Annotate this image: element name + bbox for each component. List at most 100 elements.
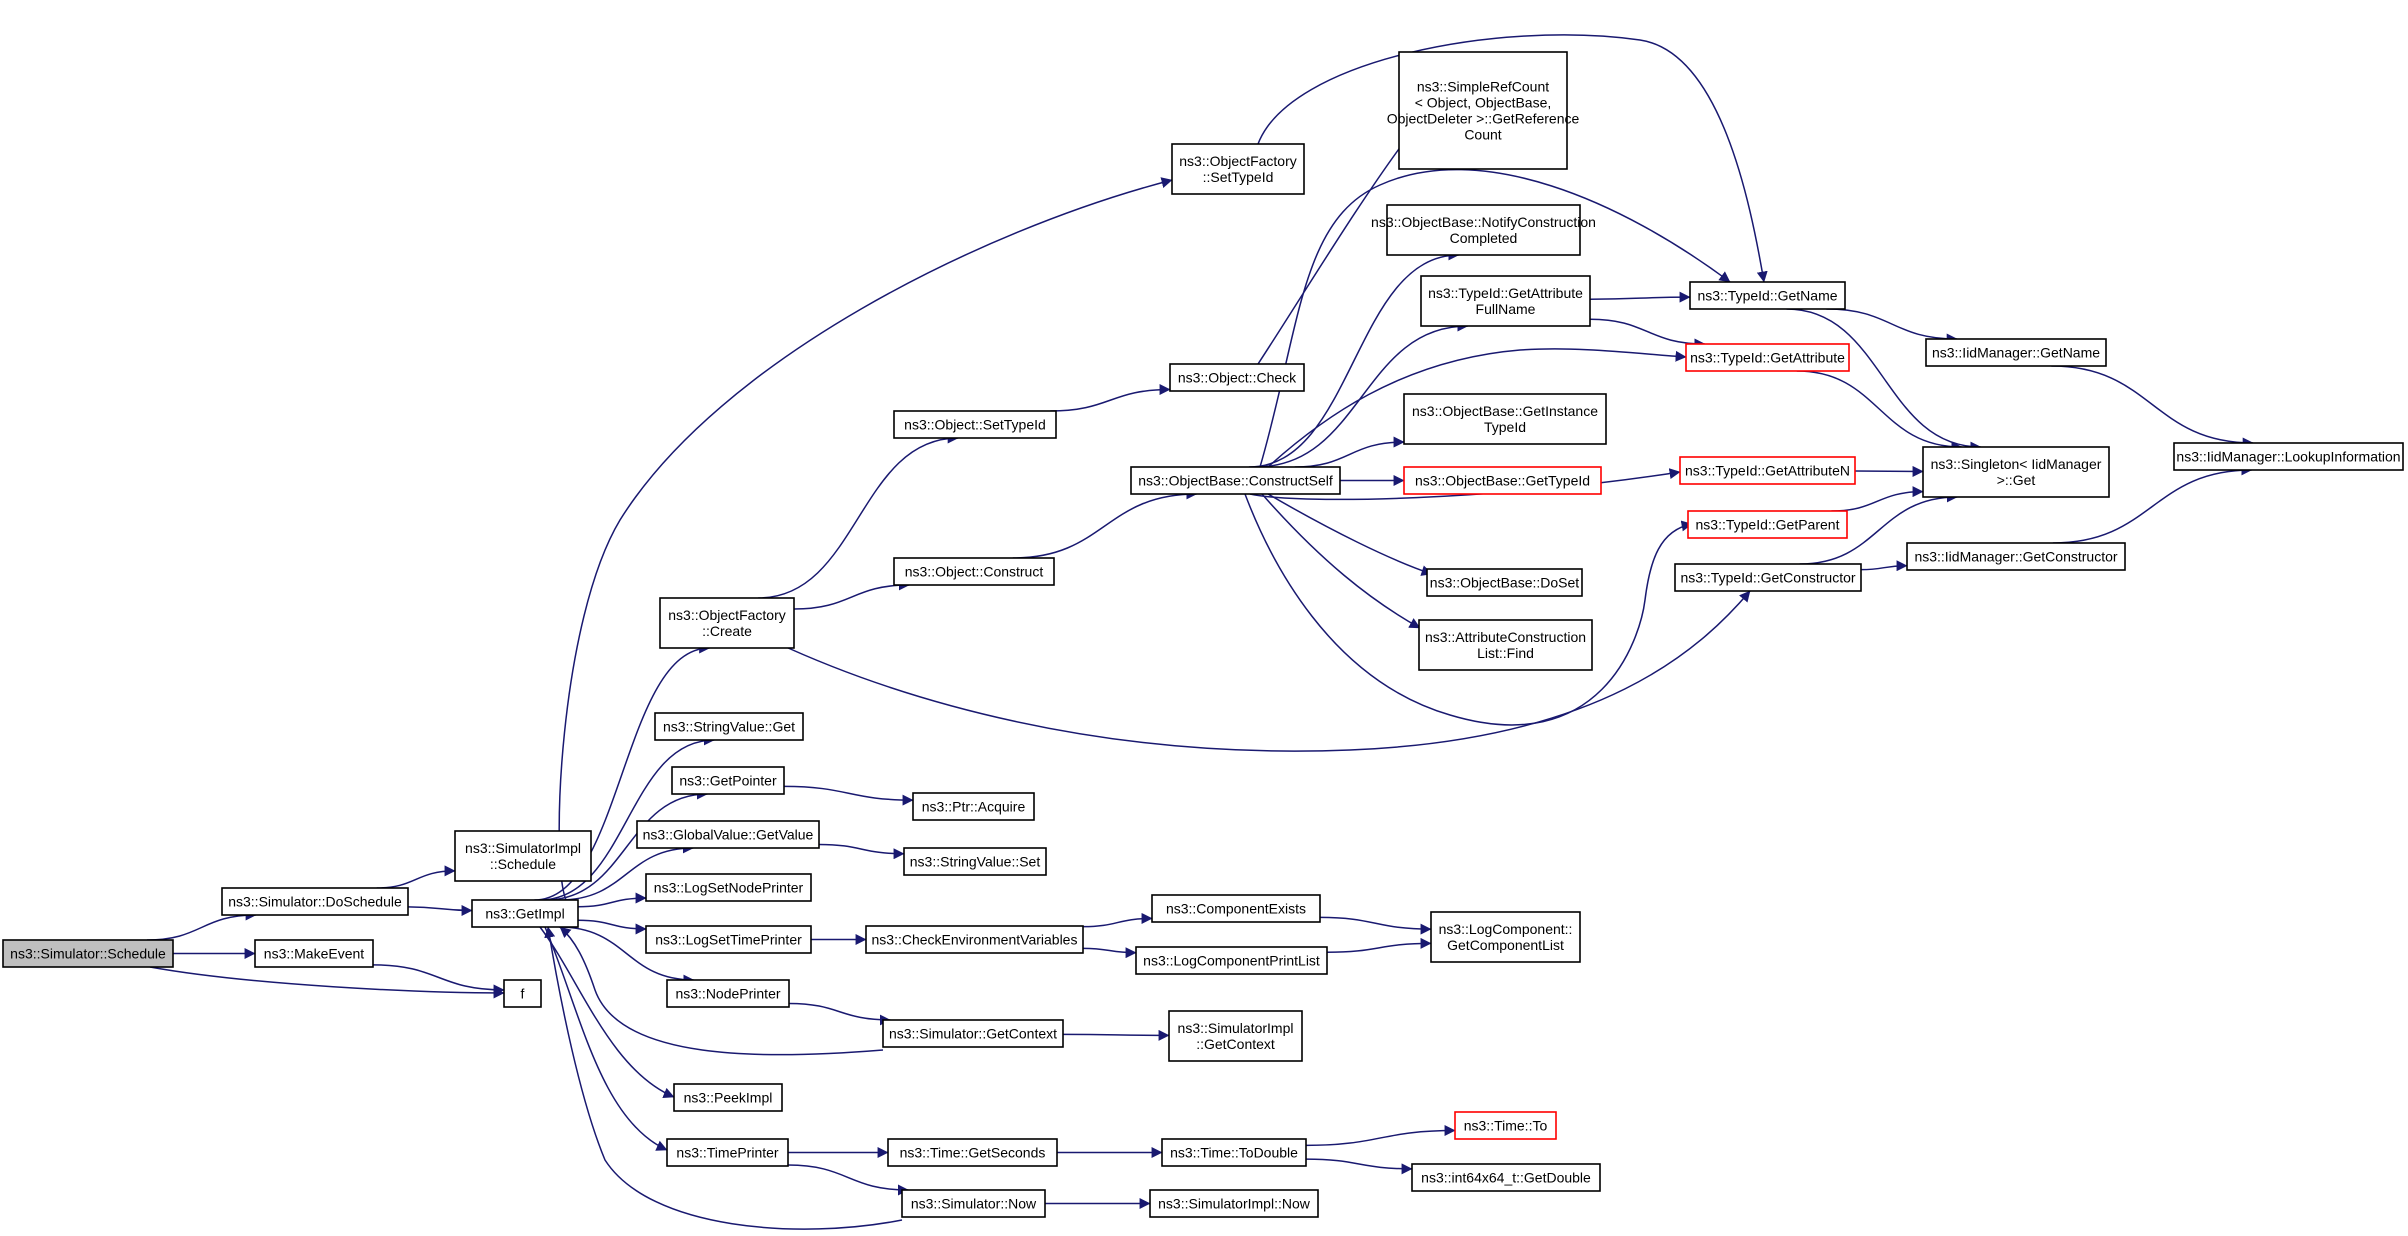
edge-logcomponentprintlist-to-logcomponent_getlist bbox=[1326, 937, 1432, 954]
node-iidmanager_getconstructor[interactable]: ns3::IidManager::GetConstructor bbox=[1906, 542, 2126, 571]
node-label: ns3::CheckEnvironmentVariables bbox=[872, 932, 1078, 948]
node-getimpl[interactable]: ns3::GetImpl bbox=[471, 899, 579, 928]
node-singleton_get[interactable]: ns3::Singleton< IidManager>::Get bbox=[1922, 446, 2110, 498]
node-object_settypeid[interactable]: ns3::Object::SetTypeId bbox=[893, 410, 1057, 439]
node-typeid_getconstructor[interactable]: ns3::TypeId::GetConstructor bbox=[1674, 563, 1862, 592]
node-time_to[interactable]: ns3::Time::To bbox=[1454, 1111, 1557, 1140]
node-box bbox=[471, 899, 579, 928]
edge-iidmanager_getconstructor-to-iidmanager_lookup bbox=[2052, 464, 2253, 544]
node-componentexists[interactable]: ns3::ComponentExists bbox=[1151, 894, 1321, 923]
node-box bbox=[454, 830, 592, 882]
node-box bbox=[1418, 619, 1593, 671]
node-label: ns3::ComponentExists bbox=[1166, 901, 1306, 917]
node-label: ns3::int64x64_t::GetDouble bbox=[1421, 1170, 1591, 1186]
node-stringvalue_get[interactable]: ns3::StringValue::Get bbox=[654, 712, 804, 741]
node-logcomponentprintlist[interactable]: ns3::LogComponentPrintList bbox=[1135, 946, 1328, 975]
node-ob_constructself[interactable]: ns3::ObjectBase::ConstructSelf bbox=[1130, 466, 1341, 495]
node-label: ns3::ObjectFactory bbox=[668, 607, 786, 623]
node-box bbox=[901, 1189, 1046, 1218]
node-label: ns3::SimulatorImpl::Now bbox=[1158, 1196, 1311, 1212]
node-label: ns3::ObjectBase::GetTypeId bbox=[1415, 473, 1590, 489]
node-int64x64_getdouble[interactable]: ns3::int64x64_t::GetDouble bbox=[1411, 1163, 1601, 1192]
edge-of_create-to-typeid_getconstructor bbox=[774, 590, 1751, 752]
node-object_check[interactable]: ns3::Object::Check bbox=[1169, 363, 1305, 392]
node-box bbox=[659, 597, 795, 649]
node-label: < Object, ObjectBase, bbox=[1415, 95, 1552, 111]
node-iidmanager_lookup[interactable]: ns3::IidManager::LookupInformation bbox=[2173, 442, 2404, 471]
node-box bbox=[1925, 338, 2107, 367]
node-time_getseconds[interactable]: ns3::Time::GetSeconds bbox=[887, 1138, 1058, 1167]
node-box bbox=[654, 712, 804, 741]
edge-typeid_getconstructor-to-singleton_get bbox=[1799, 491, 1958, 565]
node-typeid_getparent[interactable]: ns3::TypeId::GetParent bbox=[1687, 510, 1848, 539]
node-box bbox=[1398, 51, 1568, 170]
node-simplerefcount[interactable]: ns3::SimpleRefCount< Object, ObjectBase,… bbox=[1387, 51, 1580, 170]
node-label: >::Get bbox=[1997, 472, 2036, 488]
node-label: ::GetContext bbox=[1196, 1036, 1275, 1052]
node-label: ns3::Simulator::Schedule bbox=[10, 946, 166, 962]
node-box bbox=[1168, 1010, 1303, 1062]
node-box bbox=[503, 979, 542, 1008]
node-logcomponent_getlist[interactable]: ns3::LogComponent::GetComponentList bbox=[1430, 911, 1581, 963]
edge-layer bbox=[146, 34, 2254, 1230]
node-doschedule[interactable]: ns3::Simulator::DoSchedule bbox=[221, 887, 409, 916]
node-time_todouble[interactable]: ns3::Time::ToDouble bbox=[1161, 1138, 1307, 1167]
edge-ob_constructself-to-typeid_getname bbox=[1259, 168, 1731, 468]
node-label: ns3::ObjectBase::ConstructSelf bbox=[1138, 473, 1333, 489]
edge-getimpl-to-globalvalue_getvalue bbox=[559, 842, 694, 901]
node-of_settypeid[interactable]: ns3::ObjectFactory::SetTypeId bbox=[1171, 143, 1305, 195]
node-simimpl_now[interactable]: ns3::SimulatorImpl::Now bbox=[1149, 1189, 1319, 1218]
node-checkenv[interactable]: ns3::CheckEnvironmentVariables bbox=[865, 925, 1084, 954]
node-logsetnodeprinter[interactable]: ns3::LogSetNodePrinter bbox=[645, 873, 812, 902]
edge-componentexists-to-logcomponent_getlist bbox=[1319, 916, 1432, 935]
node-label: ns3::GetPointer bbox=[679, 773, 777, 789]
node-schedule[interactable]: ns3::Simulator::Schedule bbox=[2, 939, 174, 968]
node-label: ns3::GetImpl bbox=[485, 906, 564, 922]
node-logsettimeprinter[interactable]: ns3::LogSetTimePrinter bbox=[645, 925, 812, 954]
node-box bbox=[1679, 456, 1856, 485]
node-sim_getcontext[interactable]: ns3::Simulator::GetContext bbox=[882, 1019, 1064, 1048]
edge-typeid_getattrfullname-to-typeid_getname bbox=[1589, 291, 1691, 303]
node-box bbox=[1687, 510, 1848, 539]
node-getpointer[interactable]: ns3::GetPointer bbox=[671, 766, 785, 795]
node-label: ns3::LogSetTimePrinter bbox=[655, 932, 802, 948]
node-globalvalue_getvalue[interactable]: ns3::GlobalValue::GetValue bbox=[636, 820, 820, 849]
node-nodeprinter[interactable]: ns3::NodePrinter bbox=[666, 979, 790, 1008]
node-ptr_acquire[interactable]: ns3::Ptr::Acquire bbox=[912, 792, 1035, 821]
node-typeid_getattribute[interactable]: ns3::TypeId::GetAttribute bbox=[1685, 343, 1850, 372]
edge-checkenv-to-logcomponentprintlist bbox=[1082, 947, 1137, 959]
node-of_create[interactable]: ns3::ObjectFactory::Create bbox=[659, 597, 795, 649]
node-ob_doset[interactable]: ns3::ObjectBase::DoSet bbox=[1426, 568, 1583, 597]
node-label: ns3::ObjectBase::GetInstance bbox=[1412, 403, 1598, 419]
node-f[interactable]: f bbox=[503, 979, 542, 1008]
node-box bbox=[636, 820, 820, 849]
node-makeevent[interactable]: ns3::MakeEvent bbox=[254, 939, 374, 968]
node-object_construct[interactable]: ns3::Object::Construct bbox=[893, 557, 1055, 586]
edge-getimpl-to-logsettimeprinter bbox=[577, 919, 647, 935]
edge-getimpl-to-peekimpl bbox=[539, 926, 675, 1098]
node-typeid_getname[interactable]: ns3::TypeId::GetName bbox=[1689, 281, 1846, 310]
node-simimpl_schedule[interactable]: ns3::SimulatorImpl::Schedule bbox=[454, 830, 592, 882]
edge-typeid_getattribute-to-singleton_get bbox=[1796, 370, 1963, 453]
node-label: f bbox=[521, 986, 525, 1002]
edge-sim_now-to-getimpl bbox=[544, 926, 903, 1230]
node-peekimpl[interactable]: ns3::PeekImpl bbox=[673, 1083, 783, 1112]
edge-iidmanager_getname-to-iidmanager_lookup bbox=[2051, 365, 2254, 449]
node-stringvalue_set[interactable]: ns3::StringValue::Set bbox=[903, 847, 1047, 876]
node-sim_now[interactable]: ns3::Simulator::Now bbox=[901, 1189, 1046, 1218]
node-ob_gettypeid[interactable]: ns3::ObjectBase::GetTypeId bbox=[1403, 466, 1602, 495]
node-label: TypeId bbox=[1484, 419, 1526, 435]
edge-time_todouble-to-int64x64_getdouble bbox=[1305, 1158, 1413, 1175]
node-timeprinter[interactable]: ns3::TimePrinter bbox=[666, 1138, 789, 1167]
edge-typeid_getname-to-singleton_get bbox=[1786, 308, 1982, 453]
node-ob_notify[interactable]: ns3::ObjectBase::NotifyConstructionCompl… bbox=[1371, 204, 1596, 256]
node-label: ns3::LogComponentPrintList bbox=[1143, 953, 1320, 969]
node-iidmanager_getname[interactable]: ns3::IidManager::GetName bbox=[1925, 338, 2107, 367]
node-simimpl_getcontext[interactable]: ns3::SimulatorImpl::GetContext bbox=[1168, 1010, 1303, 1062]
node-typeid_getattributen[interactable]: ns3::TypeId::GetAttributeN bbox=[1679, 456, 1856, 485]
edge-getimpl-to-getpointer bbox=[545, 788, 708, 901]
edge-ob_constructself-to-acl_find bbox=[1261, 493, 1421, 629]
